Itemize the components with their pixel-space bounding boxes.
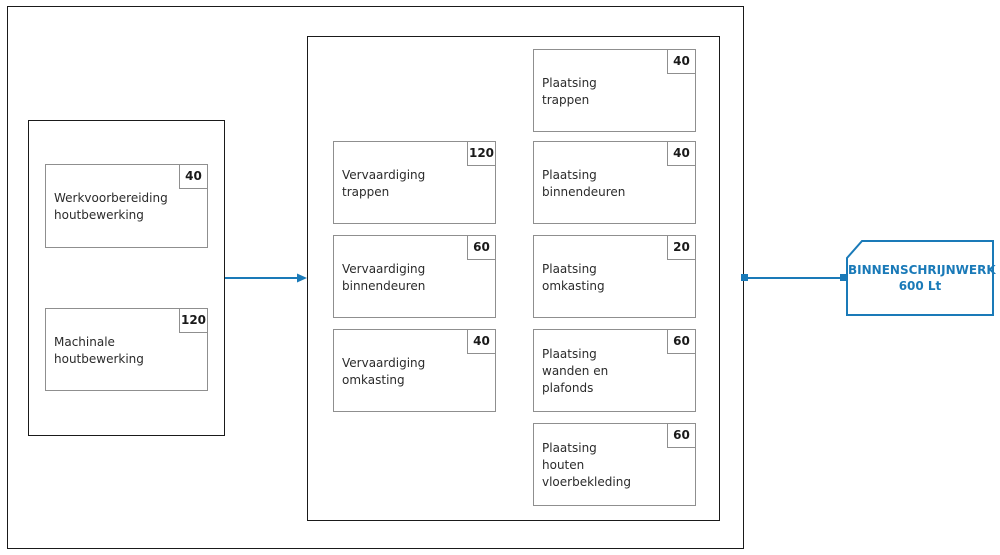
task-plaatsing-wanden-plafonds: Plaatsing wanden en plafonds 60	[533, 329, 696, 412]
task-hours: 40	[467, 330, 495, 354]
task-plaatsing-omkasting: Plaatsing omkasting 20	[533, 235, 696, 318]
task-vervaardiging-binnendeuren: Vervaardiging binnendeuren 60	[333, 235, 496, 318]
task-hours: 120	[467, 142, 495, 166]
task-label: Plaatsing omkasting	[542, 262, 605, 293]
task-plaatsing-binnendeuren: Plaatsing binnendeuren 40	[533, 141, 696, 224]
task-vervaardiging-omkasting: Vervaardiging omkasting 40	[333, 329, 496, 412]
result-card-shape	[846, 240, 994, 316]
result-card: BINNENSCHRIJNWERK 600 Lt	[848, 262, 996, 294]
task-plaatsing-trappen: Plaatsing trappen 40	[533, 49, 696, 132]
result-title: BINNENSCHRIJNWERK	[848, 263, 996, 277]
task-hours: 40	[179, 165, 207, 189]
task-machinale-houtbewerking: Machinale houtbewerking 120	[45, 308, 208, 391]
task-hours: 60	[667, 330, 695, 354]
task-label: Werkvoorbereiding houtbewerking	[54, 191, 168, 222]
task-hours: 60	[667, 424, 695, 448]
task-hours: 40	[667, 50, 695, 74]
task-label: Vervaardiging omkasting	[342, 356, 426, 387]
preparation-to-production-arrow	[225, 273, 307, 283]
task-label: Machinale houtbewerking	[54, 335, 144, 366]
task-werkvoorbereiding: Werkvoorbereiding houtbewerking 40	[45, 164, 208, 248]
task-label: Vervaardiging trappen	[342, 168, 426, 199]
task-label: Plaatsing wanden en plafonds	[542, 347, 609, 395]
task-plaatsing-houten-vloerbekleding: Plaatsing houten vloerbekleding 60	[533, 423, 696, 506]
task-label: Plaatsing houten vloerbekleding	[542, 441, 631, 489]
task-label: Vervaardiging binnendeuren	[342, 262, 426, 293]
result-subtitle: 600 Lt	[898, 279, 942, 293]
task-hours: 40	[667, 142, 695, 166]
task-label: Plaatsing trappen	[542, 76, 597, 107]
task-hours: 60	[467, 236, 495, 260]
production-to-result-connector	[741, 274, 847, 281]
task-hours: 120	[179, 309, 207, 333]
task-hours: 20	[667, 236, 695, 260]
task-vervaardiging-trappen: Vervaardiging trappen 120	[333, 141, 496, 224]
task-label: Plaatsing binnendeuren	[542, 168, 626, 199]
